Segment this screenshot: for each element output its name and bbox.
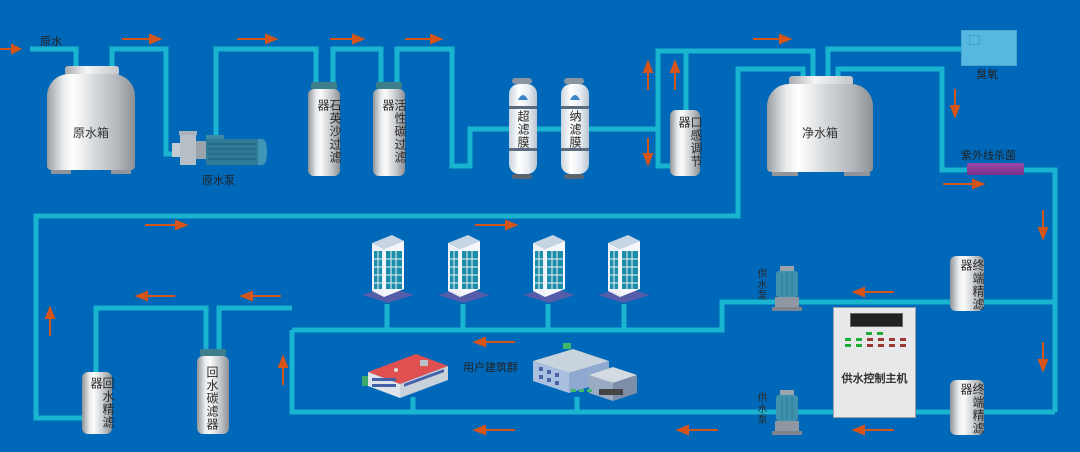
building-office[interactable] [533,343,637,405]
terminal-filter-2-label: 终端精滤器 [959,383,985,435]
arrow-icon [943,178,986,190]
raw-water-tank-label: 原水箱 [72,126,109,140]
arrow-icon [1037,342,1049,373]
taste-regulator-label: 口感调节器 [677,116,703,168]
tank-icon [65,66,119,76]
pipe-ozone [825,46,962,80]
ultrafiltration-membrane-label: 超滤膜 [516,110,530,149]
arrow-icon [277,354,289,385]
pipe-regulator-up [655,48,689,129]
pipe-clean-tank-out [33,66,806,421]
pipe-uv-to-riser [1022,167,1058,412]
control-host[interactable]: 供水控制主机 [833,307,916,418]
nanofiltration-membrane-label: 纳滤膜 [568,110,582,149]
arrow-icon [239,290,281,302]
arrow-icon [675,424,718,436]
supply-pump-1[interactable] [772,266,802,312]
arrow-icon [949,89,961,119]
uv-sterilizer-label: 紫外线杀菌 [961,149,1016,162]
raw-water-pump[interactable] [172,131,267,171]
pipe-carbon-to-membrane [394,46,658,169]
pump-icon [772,266,802,311]
tank-icon [789,76,853,86]
ozone-label: 臭氧 [976,68,998,81]
pipe-return-fine [93,305,209,372]
arrow-icon [122,33,163,45]
building-icon [598,235,650,303]
return-carbon-filter-label: 回水碳滤器 [205,366,219,431]
activated-carbon-filter-label: 活性碳过滤器 [381,99,407,164]
arrow-icon [753,33,793,45]
return-fine-filter-label: 回水精滤器 [89,377,115,429]
clean-water-tank-label: 净水箱 [801,126,838,140]
water-drop-icon [570,95,580,100]
ozone-generator[interactable] [961,30,1017,66]
pipe-terminal-2 [289,330,1055,415]
building-icon [533,343,637,401]
pipe-return-carbon [216,305,292,350]
pipe-pump-to-quartz [213,46,319,138]
arrow-icon [851,286,894,298]
pump-icon [172,131,267,165]
building-icon [438,235,490,303]
terminal-filter-1[interactable]: 终端精滤器 [950,256,985,311]
arrow-icon [472,424,515,436]
control-host-label: 供水控制主机 [841,372,908,385]
supply-pump-2[interactable] [772,390,802,436]
arrow-icon [669,59,681,90]
building-icon [362,354,448,398]
raw-water-inlet-label: 原水 [40,35,62,48]
arrow-icon [472,336,515,348]
building-3[interactable] [523,235,575,309]
pipe-to-clean-tank [686,48,816,80]
building-2[interactable] [438,235,490,309]
uv-sterilizer[interactable] [967,163,1024,175]
arrow-icon [134,290,175,302]
raw-water-pump-label: 原水泵 [202,174,235,187]
led-indicator [866,332,872,335]
pump-icon [772,390,802,435]
flow-arrows [0,33,1049,436]
arrow-icon [0,43,23,55]
user-buildings-label: 用户建筑群 [463,361,518,374]
control-host-display [850,313,903,327]
arrow-icon [642,59,654,90]
building-4[interactable] [598,235,650,309]
led-indicator [877,332,883,335]
arrow-icon [405,33,444,45]
terminal-filter-2[interactable]: 终端精滤器 [950,380,985,435]
pipe-inlet [30,46,79,70]
building-1[interactable] [362,235,414,309]
building-icon [362,235,414,303]
terminal-filter-1-label: 终端精滤器 [959,259,985,311]
pipe-tank-to-uv [835,66,968,173]
return-fine-filter[interactable]: 回水精滤器 [82,372,115,434]
arrow-icon [330,33,366,45]
arrow-icon [237,33,279,45]
building-icon [523,235,575,303]
supply-pump-2-label: 供水泵 [755,392,766,425]
taste-regulator[interactable]: 口感调节器 [670,110,703,176]
arrow-icon [44,305,56,336]
pipe-tank-to-pump [109,46,176,157]
pipe-terminal-1 [292,299,1055,333]
building-red-roof[interactable] [362,346,462,404]
arrow-icon [475,219,519,231]
arrow-icon [851,424,894,436]
pipe-regulator-loop [655,129,672,169]
quartz-sand-filter-label: 石英沙过滤器 [316,99,342,164]
pipe-quartz-to-carbon [330,46,384,82]
arrow-icon [145,219,189,231]
supply-pump-1-label: 供水泵 [755,268,766,301]
arrow-icon [1037,210,1049,241]
arrow-icon [642,138,654,167]
water-drop-icon [518,95,528,100]
